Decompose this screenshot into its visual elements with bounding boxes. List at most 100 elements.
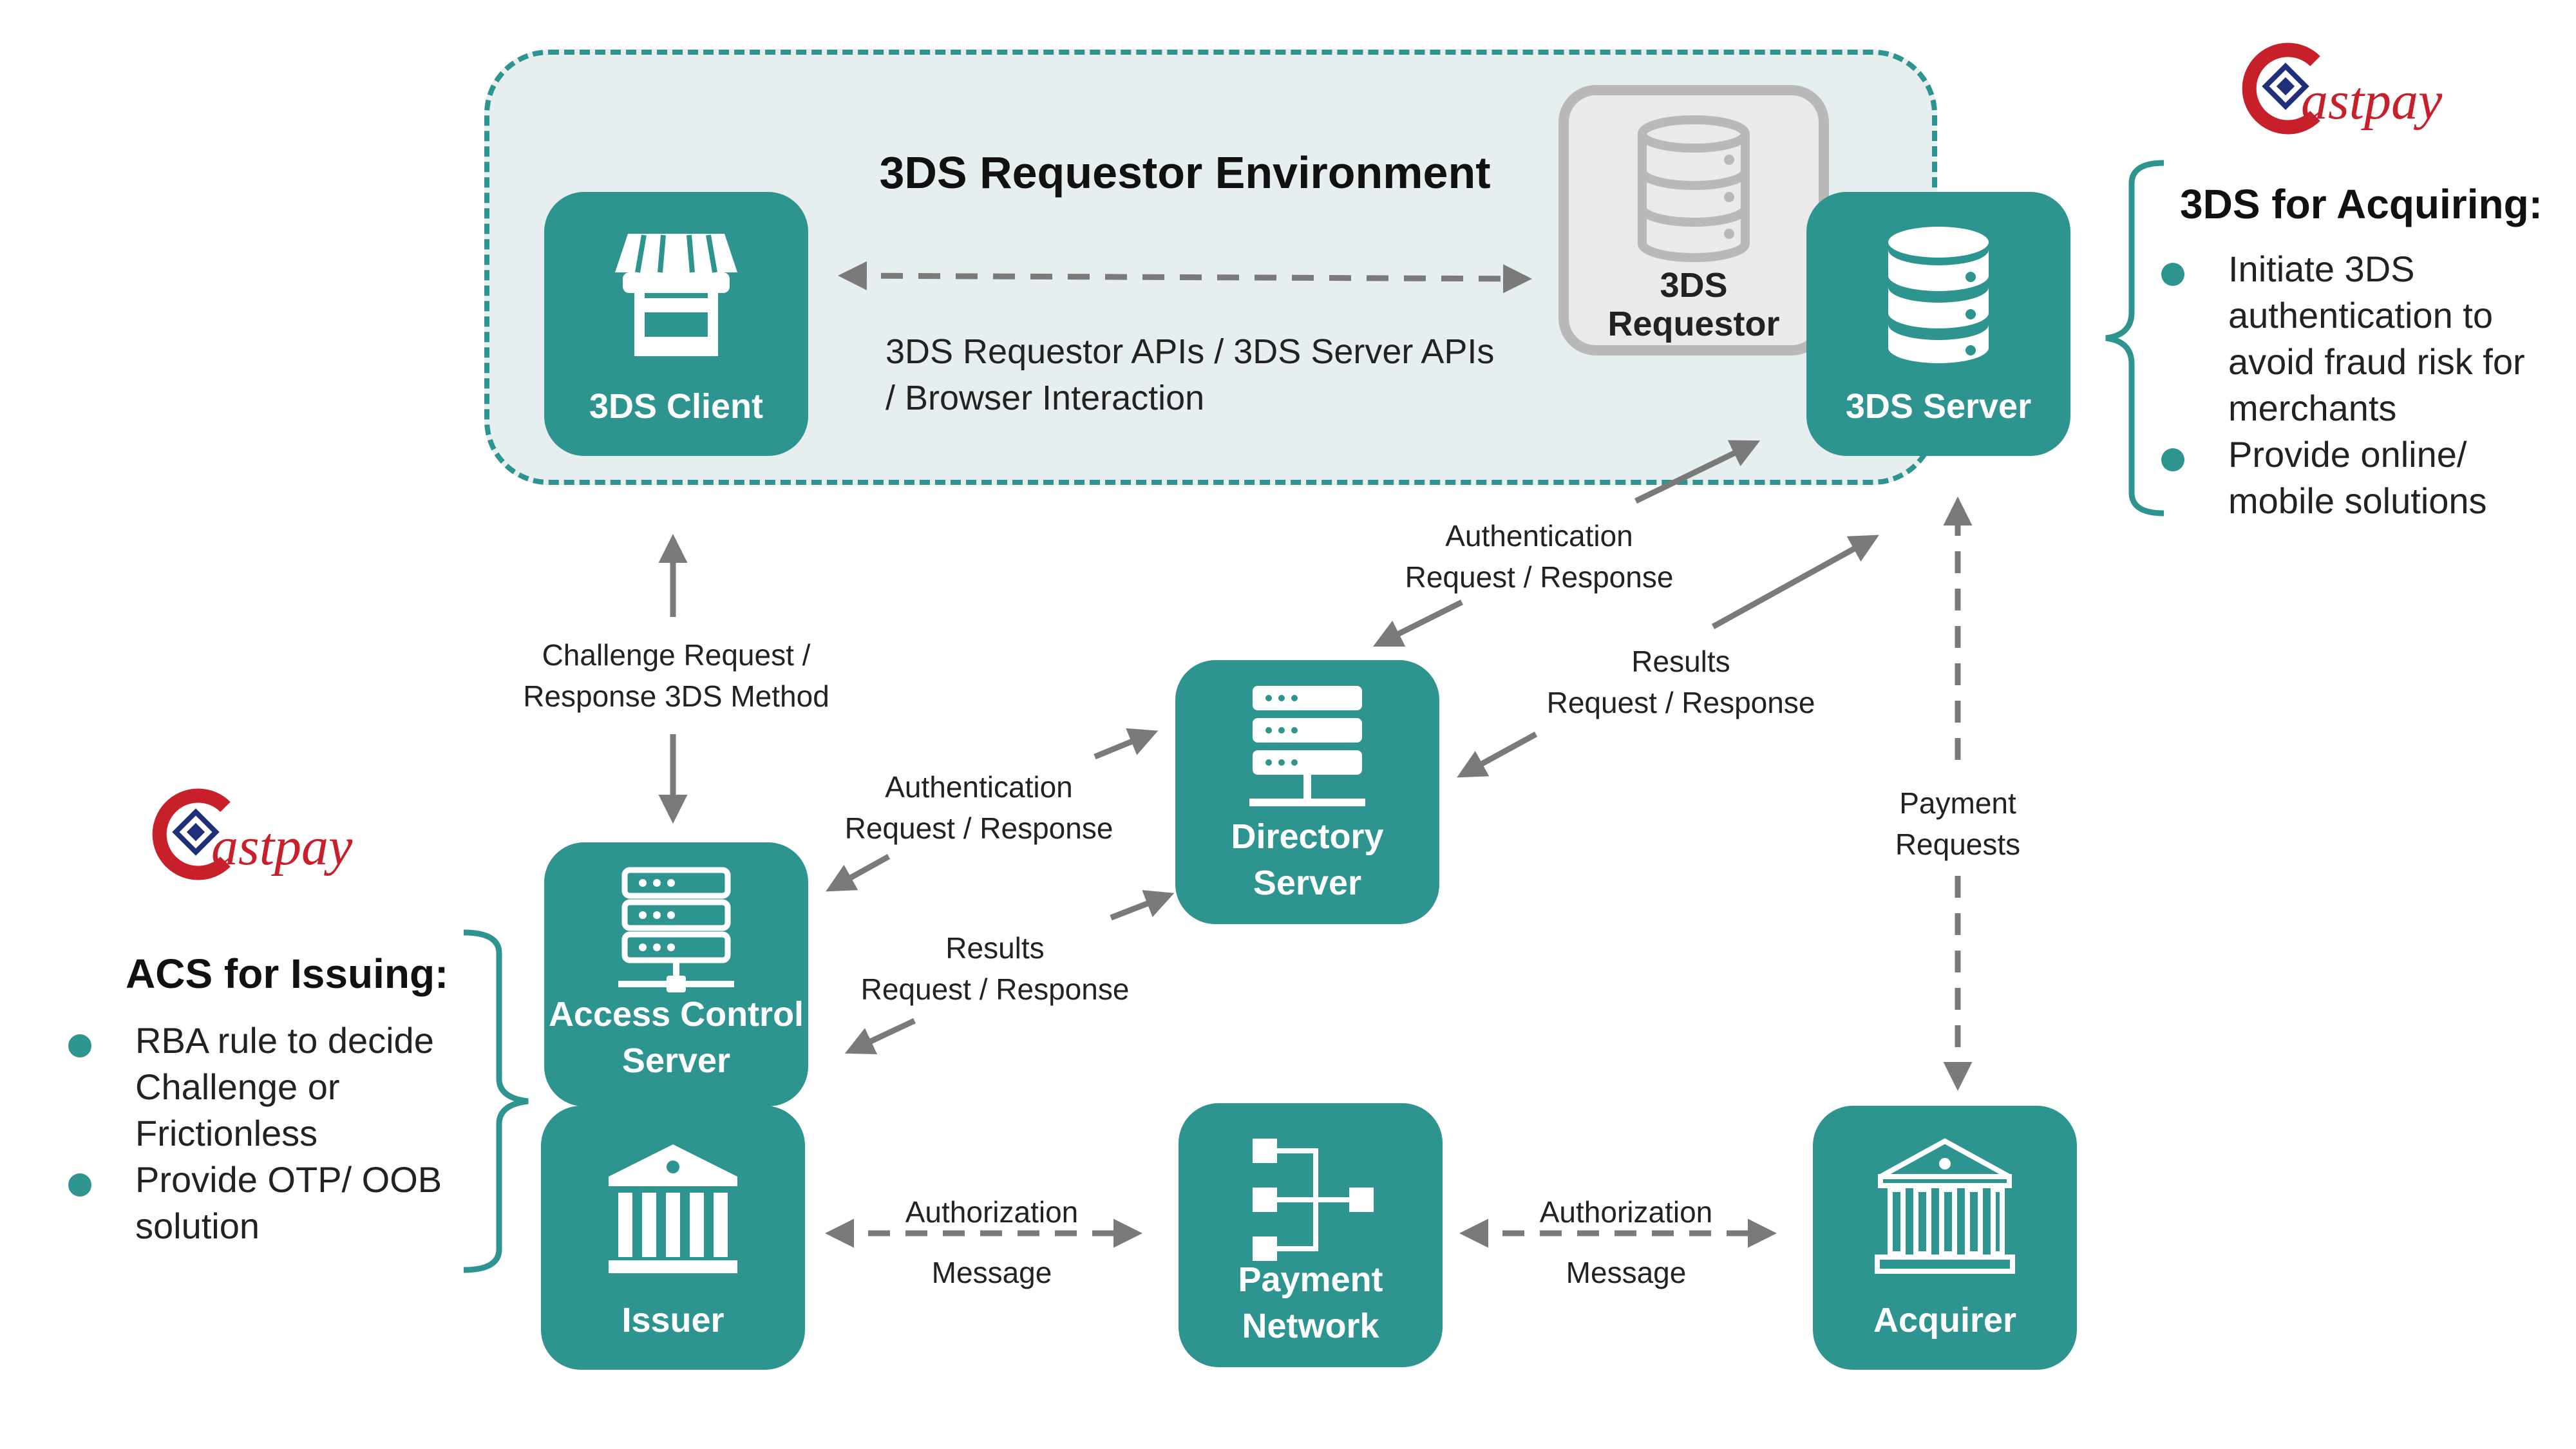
network-hierarchy-icon [1179,1126,1443,1274]
acs-label-line2: Server [621,1041,731,1080]
requestor-label-line2: Requestor [1607,305,1780,343]
bank-icon [1813,1135,2077,1283]
bullet-dot [2161,448,2184,471]
auth-left-line2: Request / Response [844,811,1113,845]
node-acquirer: Acquirer [1813,1106,2077,1370]
arrow-results-top-up [1711,535,1879,629]
iss-b2-l2: solution [135,1206,260,1246]
node-issuer: Issuer [541,1106,805,1370]
acquiring-bullets: Initiate 3DS authentication to avoid fra… [2157,246,2557,524]
auth-left-line1: Authentication [885,770,1073,804]
node-3ds-client: 3DS Client [544,192,808,456]
requestor-apis-line2: / Browser Interaction [886,379,1205,417]
acq-b1-l3: avoid fraud risk for [2228,341,2525,382]
authorization-left-line1: Authorization [905,1195,1079,1229]
node-acs-label: Access Control Server [544,991,808,1084]
database-icon [1806,221,2070,369]
node-3ds-requestor-label: 3DS Requestor [1569,266,1819,343]
iss-b1-l1: RBA rule to decide [135,1020,434,1061]
auth-top-line2: Request / Response [1405,560,1674,594]
node-access-control-server: Access Control Server [544,842,808,1106]
acq-b1-l4: merchants [2228,388,2397,428]
acq-b1-l1: Initiate 3DS [2228,249,2415,289]
edge-label-requestor-apis: 3DS Requestor APIs / 3DS Server APIs / B… [886,328,1504,421]
castpay-logo-top: astpay [2238,39,2496,148]
auth-top-line1: Authentication [1445,519,1633,553]
server-network-icon [544,858,808,1007]
edge-label-authorization-right: Authorization Message [1497,1182,1755,1303]
node-payment-network-label: Payment Network [1179,1256,1443,1349]
acq-b1-l2: authentication to [2228,295,2493,336]
acq-b2-l2: mobile solutions [2228,480,2487,521]
acs-label-line1: Access Control [548,995,804,1034]
results-top-line1: Results [1631,645,1730,678]
issuing-bullet-2: Provide OTP/ OOB solution [64,1157,464,1249]
arrow-results-left-up [1110,890,1175,921]
database-icon [1569,115,1819,263]
directory-label-line1: Directory [1231,817,1384,856]
arrow-auth-top-up [1634,440,1761,504]
iss-b1-l3: Frictionless [135,1113,318,1153]
authorization-right-line2: Message [1566,1256,1687,1289]
arrow-auth-left-down [826,854,891,892]
node-payment-network: Payment Network [1179,1103,1443,1367]
node-directory-server: Directory Server [1175,660,1439,924]
acq-b2-l1: Provide online/ [2228,434,2467,475]
node-issuer-label: Issuer [621,1301,724,1340]
payment-network-label-line1: Payment [1238,1260,1383,1299]
challenge-line1: Challenge Request / [542,638,811,672]
acquiring-panel-title: 3DS for Acquiring: [2180,181,2543,227]
edge-label-challenge: Challenge Request / Response 3DS Method [509,634,844,717]
castpay-logo-mark [152,788,231,880]
requestor-apis-line1: 3DS Requestor APIs / 3DS Server APIs [886,332,1495,371]
edge-label-results-left: Results Request / Response [834,927,1156,1010]
edge-label-authorization-left: Authorization Message [863,1182,1121,1303]
brace-issuing [463,929,529,1273]
authorization-right-line1: Authorization [1539,1195,1713,1229]
iss-b1-l2: Challenge or [135,1066,340,1107]
brace-acquiring [2105,160,2164,516]
node-acquirer-label: Acquirer [1873,1301,2017,1340]
castpay-wordmark: astpay [211,817,353,876]
arrow-client-requestor [838,261,1532,294]
issuing-panel-title: ACS for Issuing: [126,951,449,997]
directory-label-line2: Server [1253,864,1362,902]
acquiring-bullet-2: Provide online/ mobile solutions [2157,431,2557,524]
edge-label-auth-left: Authentication Request / Response [818,766,1140,849]
payment-requests-line1: Payment [1899,786,2016,820]
bullet-dot [68,1034,91,1057]
iss-b2-l1: Provide OTP/ OOB [135,1159,442,1200]
authorization-left-line2: Message [931,1256,1052,1289]
node-3ds-server-label: 3DS Server [1845,387,2032,426]
castpay-logo-mark [2242,43,2320,135]
castpay-logo-left: astpay [148,784,406,894]
arrow-results-top-down [1457,732,1538,778]
bullet-dot [68,1173,91,1197]
requestor-label-line1: 3DS [1660,266,1728,305]
environment-title: 3DS Requestor Environment [879,147,1491,198]
arrow-results-left-down [844,1018,916,1055]
edge-label-results-top: Results Request / Response [1520,641,1842,723]
edge-label-auth-top: Authentication Request / Response [1378,515,1700,598]
node-3ds-server: 3DS Server [1806,192,2070,456]
bank-icon [541,1135,805,1283]
results-left-line2: Request / Response [860,972,1130,1006]
challenge-line2: Response 3DS Method [523,679,829,713]
issuing-bullet-1: RBA rule to decide Challenge or Friction… [64,1018,464,1157]
payment-requests-line2: Requests [1895,828,2021,861]
castpay-wordmark: astpay [2301,71,2443,131]
arrow-auth-left-up [1094,728,1159,760]
node-directory-server-label: Directory Server [1175,813,1439,906]
storefront-icon [544,221,808,369]
issuing-bullets: RBA rule to decide Challenge or Friction… [64,1018,464,1249]
arrow-auth-top-down [1372,599,1464,647]
bullet-dot [2161,263,2184,286]
server-rack-icon [1175,676,1439,824]
payment-network-label-line2: Network [1242,1307,1379,1345]
acquiring-bullet-1: Initiate 3DS authentication to avoid fra… [2157,246,2557,431]
results-top-line2: Request / Response [1546,686,1815,719]
edge-label-payment-requests: Payment Requests [1855,782,2061,865]
results-left-line1: Results [945,931,1045,965]
node-3ds-client-label: 3DS Client [589,387,764,426]
